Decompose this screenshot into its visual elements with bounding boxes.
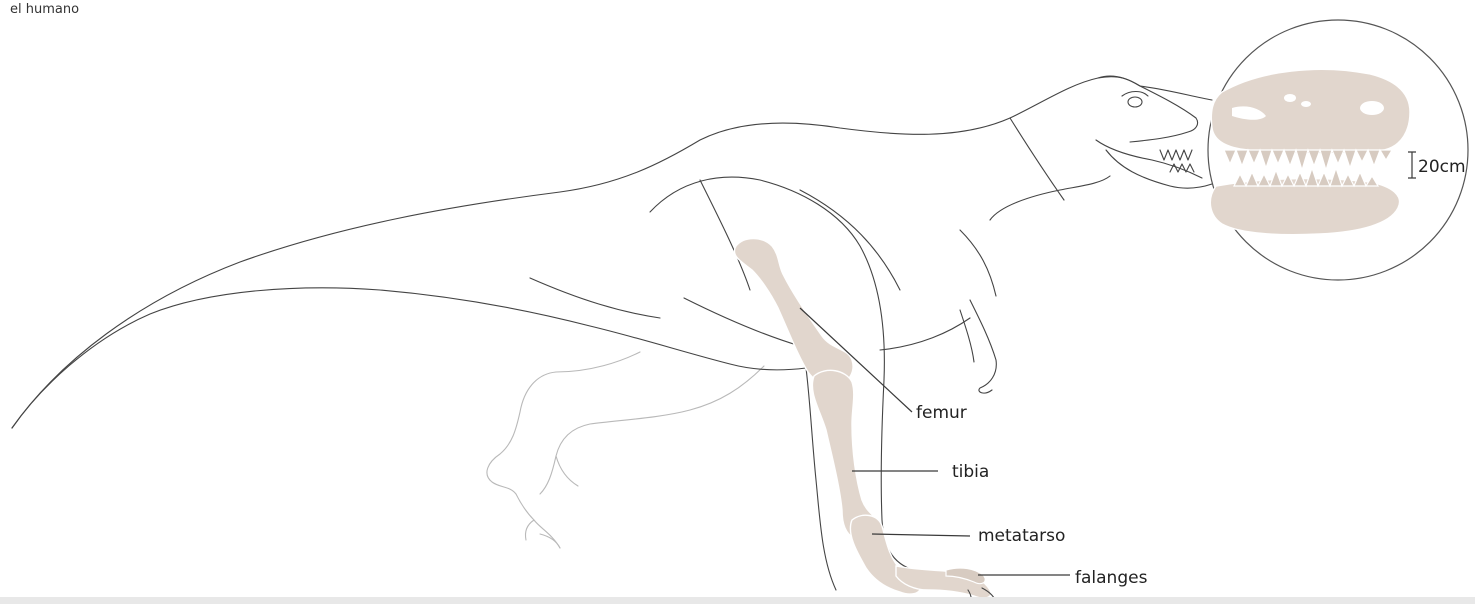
footer-band xyxy=(0,597,1475,604)
skull-inset: 20cm xyxy=(1208,20,1468,280)
skull-orbit xyxy=(1360,101,1384,115)
skull-lower-jaw xyxy=(1210,179,1399,235)
far-leg-outline xyxy=(487,352,764,548)
falanges-label: falanges xyxy=(1075,568,1148,588)
tibia-label: tibia xyxy=(952,462,989,482)
metatarso-leader xyxy=(872,534,970,536)
metatarso-label: metatarso xyxy=(978,526,1065,546)
femur-bone xyxy=(734,239,853,387)
tibia-bone xyxy=(812,370,878,539)
femur-label: femur xyxy=(916,403,967,423)
scale-label: 20cm xyxy=(1418,157,1466,177)
trex-body-outline xyxy=(12,76,1212,592)
